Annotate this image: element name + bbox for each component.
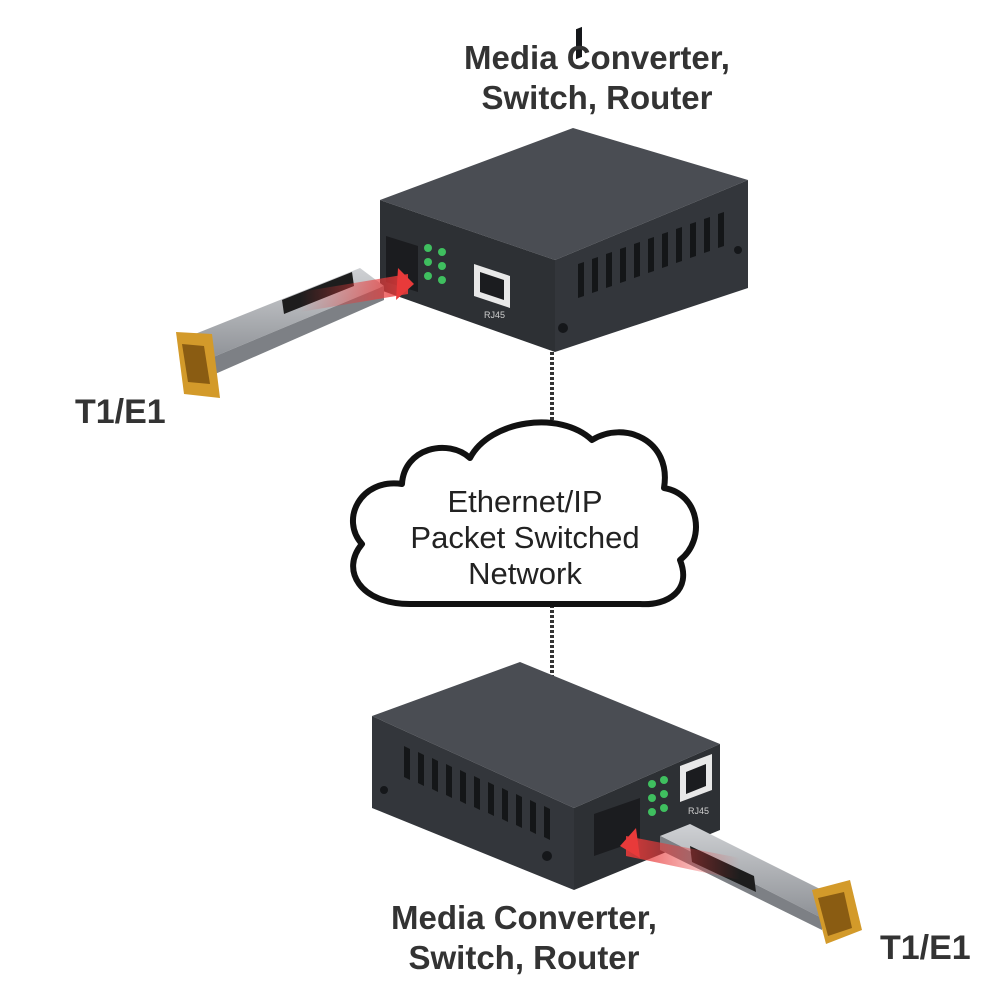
top-device: RJ45	[380, 26, 748, 352]
bottom-device-label-line-1: Media Converter,	[391, 899, 657, 936]
bottom-screw-icon-2	[380, 786, 388, 794]
bottom-port-label: RJ45	[688, 806, 709, 816]
bottom-module-label: T1/E1	[880, 929, 971, 967]
top-screw-icon-2	[734, 246, 742, 254]
top-vent-slots	[578, 212, 724, 298]
top-device-label: Media Converter, Switch, Router	[417, 38, 777, 118]
top-module-label: T1/E1	[75, 393, 166, 431]
top-screw-icon	[558, 323, 568, 333]
network-label: Ethernet/IP Packet Switched Network	[370, 484, 680, 592]
bottom-vent-slots	[404, 746, 550, 840]
network-label-line-3: Network	[468, 556, 582, 591]
bottom-leds	[648, 776, 668, 816]
network-label-line-2: Packet Switched	[410, 520, 640, 555]
top-device-vents	[576, 26, 582, 60]
network-cloud	[350, 419, 699, 608]
bottom-insert-arrow	[626, 836, 740, 880]
bottom-device-label: Media Converter, Switch, Router	[344, 898, 704, 978]
top-leds	[424, 244, 446, 284]
top-insert-arrow	[300, 274, 408, 312]
top-port-label: RJ45	[484, 310, 505, 320]
bottom-device-label-line-2: Switch, Router	[408, 939, 640, 976]
bottom-sfp-module	[620, 824, 862, 944]
bottom-device: RJ45	[372, 662, 720, 890]
top-sfp-module	[176, 268, 414, 398]
bottom-screw-icon	[542, 851, 552, 861]
top-device-label-line-2: Switch, Router	[481, 79, 713, 116]
top-device-label-line-1: Media Converter,	[464, 39, 730, 76]
network-label-line-1: Ethernet/IP	[447, 484, 603, 519]
